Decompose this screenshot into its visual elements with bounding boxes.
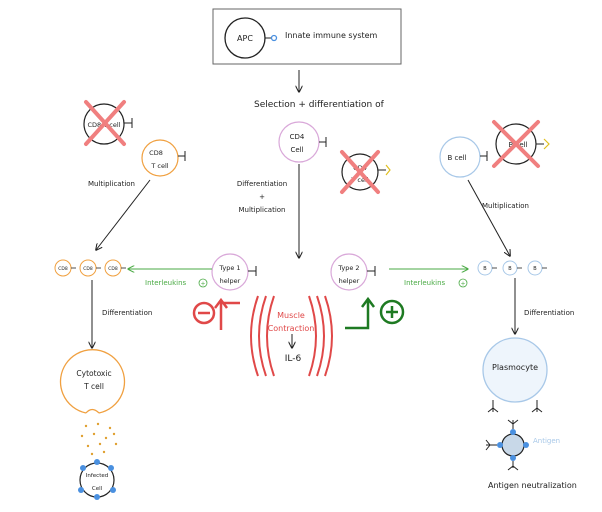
center-diff-line2: + bbox=[259, 193, 265, 201]
svg-text:helper: helper bbox=[339, 277, 360, 285]
antigen-neutralization-label: Antigen neutralization bbox=[488, 481, 577, 490]
svg-text:B cell: B cell bbox=[447, 154, 466, 162]
svg-text:Infected: Infected bbox=[86, 473, 108, 479]
b-cell-crossed: B cell bbox=[492, 120, 550, 168]
interleukins-right-label: Interleukins bbox=[404, 279, 446, 287]
cd8-t-cell: CD8 T cell bbox=[141, 139, 186, 177]
svg-text:Cytotoxic: Cytotoxic bbox=[76, 369, 111, 378]
selection-text: Selection + differentiation of bbox=[254, 100, 385, 110]
svg-text:T cell: T cell bbox=[150, 162, 168, 170]
svg-text:T cell: T cell bbox=[83, 382, 104, 391]
minus-circle-icon bbox=[192, 301, 216, 325]
svg-text:B: B bbox=[508, 266, 512, 272]
svg-text:CD8: CD8 bbox=[108, 266, 118, 272]
right-multiplication-label: Multiplication bbox=[482, 202, 529, 210]
antigen-neutralization-group: Antigen Antigen neutralization bbox=[485, 419, 577, 490]
left-multiplication-label: Multiplication bbox=[88, 180, 135, 188]
apc-receptor-icon bbox=[270, 34, 278, 42]
b-clone-row: B B B bbox=[477, 260, 547, 276]
infected-cell: Infected Cell bbox=[78, 459, 116, 500]
plus-circle-icon bbox=[198, 278, 208, 288]
svg-text:CD4: CD4 bbox=[290, 133, 305, 141]
antigen-label: Antigen bbox=[533, 437, 560, 445]
svg-text:Type 2: Type 2 bbox=[337, 264, 359, 272]
svg-text:B: B bbox=[483, 266, 487, 272]
plus-circle-icon bbox=[458, 278, 468, 288]
apc-label: APC bbox=[237, 34, 253, 43]
type1-helper-cell: Type 1 helper bbox=[211, 253, 257, 291]
svg-text:CD8: CD8 bbox=[58, 266, 68, 272]
cd4-crossed-cell: CD4 T cell bbox=[340, 150, 391, 194]
il6-label: IL-6 bbox=[285, 354, 302, 364]
center-diff-line1: Differentiation bbox=[237, 180, 287, 188]
svg-text:+: + bbox=[460, 281, 465, 288]
red-arrow-icon bbox=[219, 301, 240, 330]
arrow-cd8-to-clones bbox=[96, 179, 151, 250]
plus-circle-icon bbox=[379, 299, 405, 325]
svg-text:B: B bbox=[533, 266, 537, 272]
virus-dot-icon bbox=[80, 465, 86, 471]
center-diff-line3: Multiplication bbox=[239, 206, 286, 214]
muscle-contraction-group: Muscle Contraction IL-6 bbox=[250, 295, 333, 377]
cd8-clone-row: CD8 CD8 CD8 bbox=[54, 259, 126, 277]
left-differentiation-label: Differentiation bbox=[102, 309, 152, 317]
cd8-crossed-cell: CD8 T cell bbox=[83, 100, 133, 146]
arrow-b-to-clones bbox=[467, 179, 510, 256]
svg-text:Cell: Cell bbox=[92, 486, 103, 492]
inhibition-group bbox=[192, 297, 240, 330]
interleukins-left-label: Interleukins bbox=[145, 279, 187, 287]
cytotoxic-t-cell: Cytotoxic T cell bbox=[59, 349, 126, 414]
svg-text:+: + bbox=[200, 281, 205, 288]
antigen-icon bbox=[501, 433, 525, 457]
cd4-cell: CD4 Cell bbox=[278, 121, 327, 163]
plasmocyte-cell: Plasmocyte bbox=[482, 337, 548, 413]
svg-text:CD8: CD8 bbox=[149, 149, 163, 157]
muscle-line1: Muscle bbox=[277, 311, 305, 320]
b-cell: B cell bbox=[439, 136, 488, 178]
activation-group bbox=[345, 296, 405, 330]
innate-title: Innate immune system bbox=[285, 31, 378, 40]
svg-text:Cell: Cell bbox=[290, 146, 303, 154]
svg-text:Plasmocyte: Plasmocyte bbox=[492, 363, 538, 372]
muscle-line2: Contraction bbox=[268, 324, 315, 333]
green-arrow-icon bbox=[345, 300, 370, 330]
svg-text:helper: helper bbox=[220, 277, 241, 285]
svg-text:CD4: CD4 bbox=[353, 164, 367, 172]
innate-immune-box: APC Innate immune system bbox=[212, 8, 402, 65]
svg-text:T cell: T cell bbox=[350, 176, 368, 184]
granule-dots bbox=[80, 422, 118, 456]
svg-text:Type 1: Type 1 bbox=[218, 264, 240, 272]
svg-text:CD8: CD8 bbox=[83, 266, 93, 272]
right-differentiation-label: Differentiation bbox=[524, 309, 574, 317]
type2-helper-cell: Type 2 helper bbox=[330, 253, 376, 291]
